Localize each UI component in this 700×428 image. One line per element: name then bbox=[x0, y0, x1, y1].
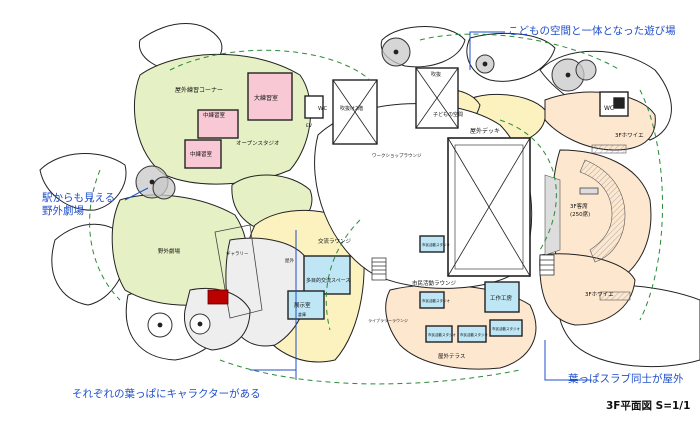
multipurpose-space-label: 多目的交流スペース bbox=[306, 277, 350, 284]
audience-seats-label: (250席) bbox=[570, 210, 590, 218]
annotation-leaf-character: それぞれの葉っぱにキャラクターがある bbox=[72, 388, 261, 400]
foyer-top-label: 3Fホワイエ bbox=[615, 132, 644, 139]
outdoor-theatre-label: 野外劇場 bbox=[158, 247, 181, 255]
medium-practice-room-label: 中練習室 bbox=[203, 111, 226, 119]
outdoor-terrace-label: 屋外テラス bbox=[438, 352, 465, 360]
plan-title: 3F平面図 S=1/1 bbox=[606, 400, 691, 412]
studio-b-label: 市民活動スタジオ bbox=[422, 298, 450, 303]
wc-left-label: WC bbox=[318, 106, 327, 112]
tree-trunks bbox=[149, 49, 571, 328]
studio-a-label: 市民活動スタジオ bbox=[422, 242, 450, 247]
lounge-small-label: ライブラリーラウンジ bbox=[368, 317, 408, 323]
work-lounge-label: ワークショップラウンジ bbox=[372, 152, 422, 159]
open-studio-label: オープンスタジオ bbox=[236, 139, 280, 147]
outdoor-practice-corner-label: 屋外練習コーナー bbox=[175, 86, 223, 94]
medium-practice-room-label-2: 中練習室 bbox=[190, 150, 213, 158]
exchange-lounge-label: 交流ラウンジ bbox=[318, 237, 352, 245]
annotation-station-visible-line2: 野外劇場 bbox=[42, 205, 84, 217]
room-blocks bbox=[184, 67, 629, 343]
void-2f-label: 吹抜け2階 bbox=[340, 105, 363, 112]
central-hall bbox=[314, 103, 533, 289]
citizen-lounge-label: 市民活動ラウンジ bbox=[412, 279, 457, 287]
annotation-leaf-slabs: 葉っぱスラブ同士が屋外 bbox=[568, 373, 684, 385]
leader-lines bbox=[124, 31, 590, 381]
stairs bbox=[371, 254, 555, 281]
ev-left-label: EV bbox=[306, 123, 313, 129]
outdoor-label: 屋外 bbox=[285, 257, 294, 264]
childrens-space-label: 子どもの空間 bbox=[433, 111, 463, 118]
gallery-walls bbox=[207, 187, 599, 319]
leaf-veins bbox=[89, 33, 663, 385]
annotation-childrens-playground: こどもの空間と一体となった遊び場 bbox=[508, 25, 676, 37]
exhibition-room-label: 展示室 bbox=[294, 301, 311, 309]
studio-c-label: 市民活動スタジオ bbox=[428, 332, 456, 337]
studio-e-label: 市民活動スタジオ bbox=[492, 326, 520, 331]
outdoor-deck-label: 屋外デッキ bbox=[470, 127, 500, 135]
foyer-bottom-label: 3Fホワイエ bbox=[585, 291, 614, 298]
studio-d-label: 市民活動スタジオ bbox=[460, 332, 488, 337]
void-top-label: 吹抜 bbox=[431, 71, 441, 78]
annotation-station-visible-line1: 駅からも見える bbox=[42, 192, 116, 204]
room-labels: 屋外練習コーナー 大練習室 中練習室 中練習室 オープンスタジオ WC EV 吹… bbox=[158, 71, 644, 360]
gallery-label: ギャラリー bbox=[226, 251, 249, 257]
audience-label: 3F客席 bbox=[570, 202, 588, 210]
storage-label: 倉庫 bbox=[298, 311, 306, 317]
craft-room-label: 工作工房 bbox=[490, 294, 513, 302]
wc-right-label: WC bbox=[604, 105, 614, 112]
large-practice-room-label: 大練習室 bbox=[254, 94, 278, 102]
